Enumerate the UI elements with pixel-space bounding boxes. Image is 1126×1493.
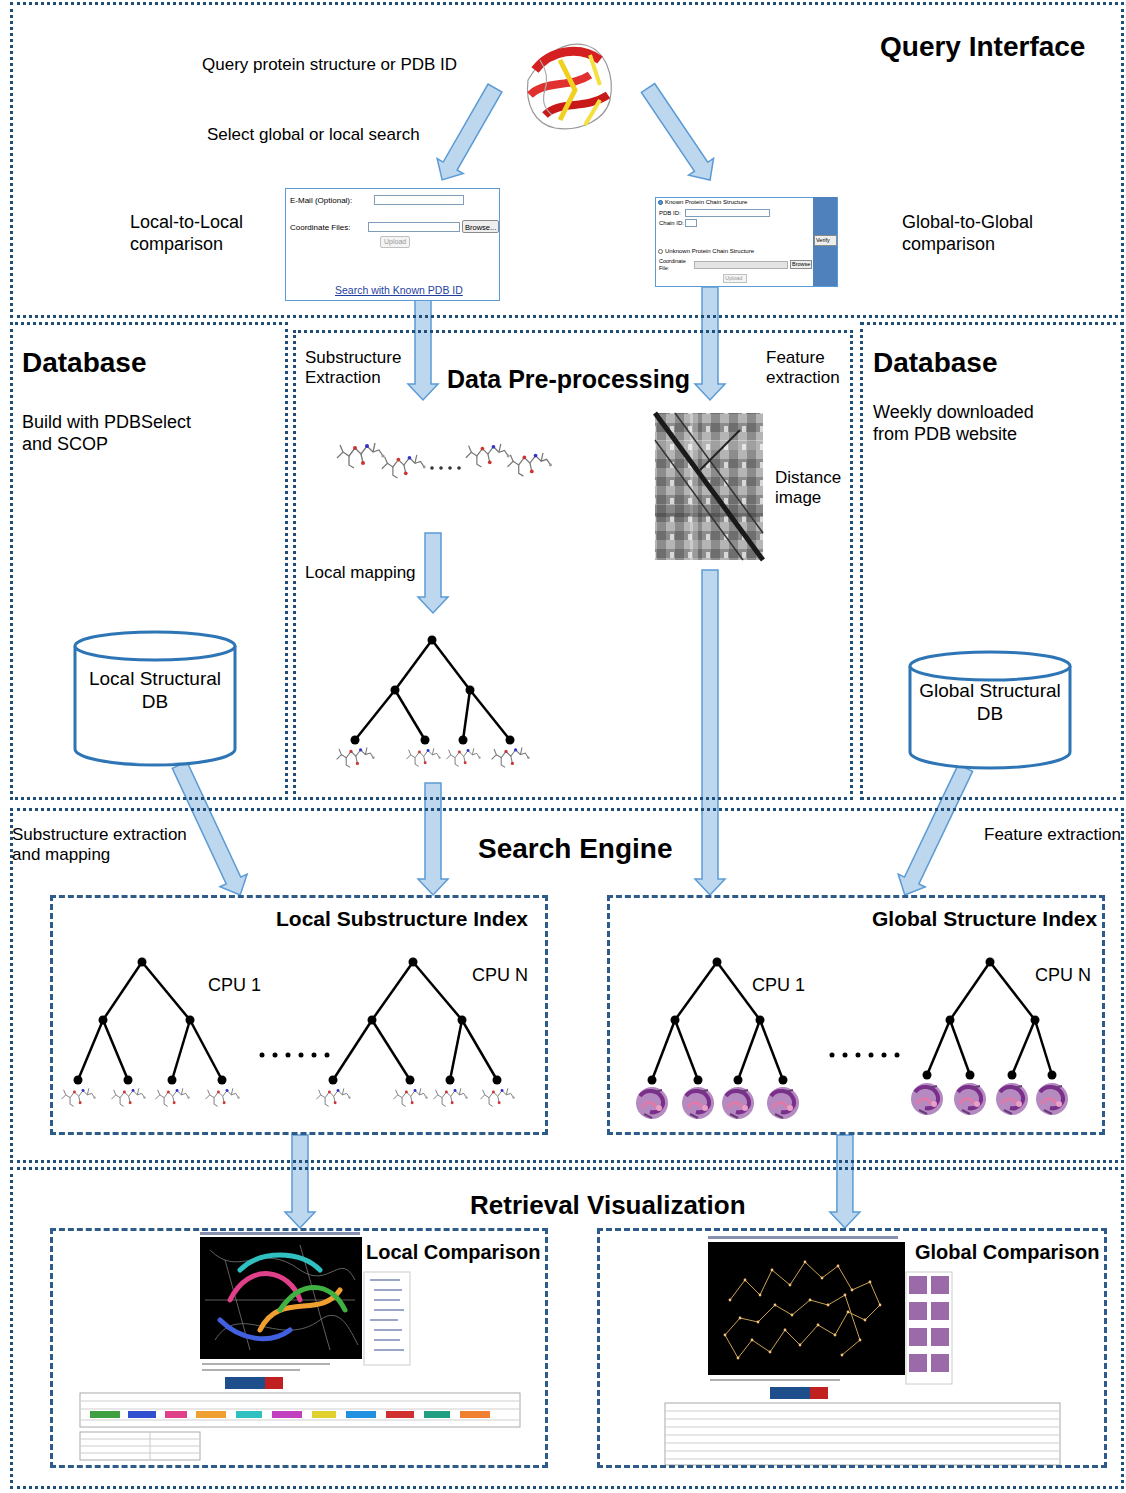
cylinder-top: [75, 632, 235, 660]
button-text: Browse: [792, 261, 810, 268]
form-label: PDB ID:: [659, 210, 681, 217]
block-arrow: [636, 80, 723, 189]
interface-band: Query InterfaceE-Mail (Optional): Coordin…: [10, 2, 1124, 318]
block-arrow: [429, 81, 508, 188]
mode-label: Global-to-Global comparison: [902, 212, 1062, 255]
text-input: [368, 222, 460, 232]
band-note: Weekly downloaded from PDB website: [873, 402, 1051, 445]
mode-label: Local-to-Local comparison: [130, 212, 265, 255]
cylinder-top: [910, 652, 1070, 680]
text-input: [685, 209, 770, 217]
block-arrow: [408, 300, 438, 400]
form-label: Coordinate File:: [659, 258, 692, 271]
band-title: Query Interface: [880, 30, 1085, 64]
band-title: Retrieval Visualization: [470, 1190, 746, 1221]
index-box: Local Substructure Index: [50, 895, 548, 1135]
radio-button: [658, 249, 663, 254]
local-search-form: E-Mail (Optional): Coordinate Files: Brows…: [285, 188, 500, 301]
step-label: Substructure Extraction: [305, 348, 409, 389]
global-comparison-screenshot: [665, 1236, 1060, 1465]
block-arrow: [418, 533, 448, 613]
database-band: DatabaseBuild with PDBSelect and SCOP Loc…: [10, 322, 288, 800]
substructure-illustration: [337, 443, 552, 478]
distance-image: [655, 413, 763, 560]
form-label: Known Protein Chain Structure: [665, 199, 747, 206]
search-engine-band: Search EngineLocal Substructure Index Glo…: [10, 808, 1124, 1163]
protein-query-illustration: [527, 44, 611, 129]
step-label: Feature extraction: [766, 348, 851, 389]
form-label: E-Mail (Optional):: [290, 196, 352, 206]
block-arrow: [285, 1135, 315, 1228]
button-text: Upload: [384, 238, 406, 246]
local-index-trees: [61, 958, 514, 1107]
band-title: Data Pre-processing: [447, 364, 690, 394]
result-box: Local Comparison: [50, 1228, 548, 1468]
step-label: Feature extraction: [984, 825, 1121, 845]
instruction-text: Select global or local search: [207, 125, 420, 145]
cpu-label: CPU N: [472, 965, 528, 987]
link-text: Search with Known PDB ID: [335, 284, 463, 297]
button-text: Upload: [725, 275, 742, 282]
band-title: Database: [22, 346, 147, 380]
database-name: Local Structural DB: [80, 668, 230, 714]
button-text: Verify: [816, 237, 830, 244]
cpu-label: CPU 1: [208, 975, 261, 997]
box-title: Local Comparison: [366, 1240, 540, 1264]
form-label: Unknown Protein Chain Structure: [665, 248, 754, 255]
radio-button: [658, 200, 663, 205]
visualization-band: Retrieval VisualizationLocal Comparison G…: [10, 1167, 1124, 1489]
block-arrow: [695, 570, 725, 895]
button-text: Browse...: [465, 223, 496, 232]
form-label: Coordinate Files:: [290, 223, 350, 233]
global-search-form: Known Protein Chain StructurePDB ID: Chai…: [655, 197, 838, 287]
text-input: [685, 219, 697, 227]
text-input: [694, 261, 788, 269]
database-cylinder: Global Structural DB: [908, 650, 1072, 768]
band-title: Database: [873, 346, 998, 380]
step-label: Substructure extraction and mapping: [12, 825, 212, 866]
database-name: Global Structural DB: [915, 680, 1065, 726]
block-arrow: [695, 287, 725, 400]
band-title: Search Engine: [478, 832, 673, 866]
database-band: DatabaseWeekly downloaded from PDB websi…: [860, 322, 1124, 800]
band-note: Build with PDBSelect and SCOP: [22, 412, 194, 455]
box-title: Local Substructure Index: [276, 906, 528, 931]
form-label: Chain ID:: [659, 220, 684, 227]
cpu-label: CPU N: [1035, 965, 1091, 987]
text-input: [374, 195, 464, 205]
result-box: Global Comparison: [597, 1228, 1107, 1468]
box-title: Global Comparison: [915, 1240, 1099, 1264]
cylinder-body: [910, 666, 1070, 768]
block-arrow: [898, 765, 972, 895]
step-label: Local mapping: [305, 563, 416, 583]
cylinder-body: [75, 646, 235, 765]
local-mapping-tree: [337, 636, 530, 768]
block-arrow: [830, 1135, 860, 1228]
global-index-trees: [636, 958, 1068, 1120]
database-cylinder: Local Structural DB: [73, 630, 237, 765]
box-title: Global Structure Index: [872, 906, 1097, 931]
step-label: Distance image: [775, 468, 853, 509]
local-comparison-screenshot: [80, 1232, 520, 1460]
index-box: Global Structure Index: [607, 895, 1105, 1135]
cpu-label: CPU 1: [752, 975, 805, 997]
instruction-text: Query protein structure or PDB ID: [202, 55, 457, 75]
